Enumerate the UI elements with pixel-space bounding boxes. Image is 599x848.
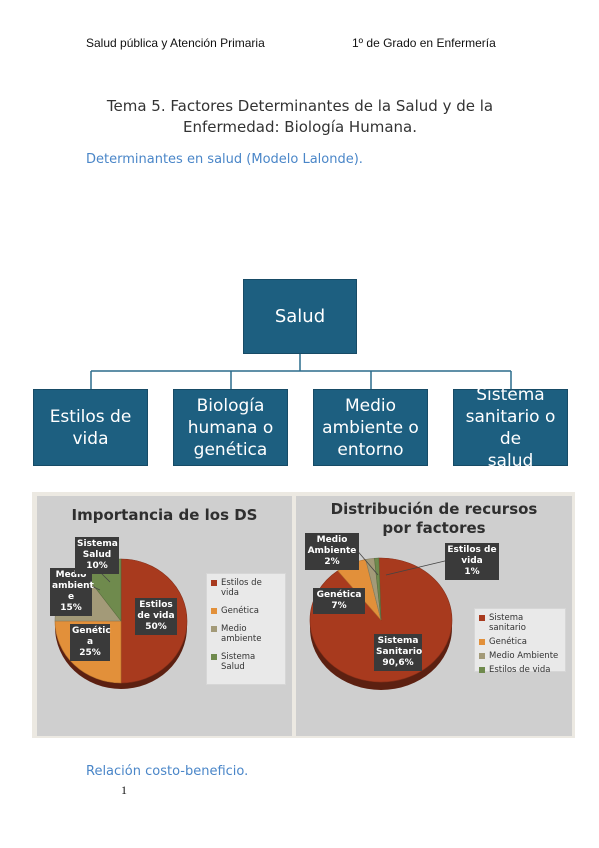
legend-swatch bbox=[479, 653, 485, 659]
chart-title-distribucion: Distribución de recursos por factores bbox=[296, 500, 572, 538]
chart-legend-distribucion: Sistema sanitario Genética Medio Ambient… bbox=[474, 608, 566, 675]
org-box-label-line: vida bbox=[72, 428, 109, 449]
section-heading-costo-beneficio: Relación costo-beneficio. bbox=[86, 764, 249, 779]
section-heading-determinantes: Determinantes en salud (Modelo Lalonde). bbox=[86, 152, 363, 167]
legend-item: Medio ambiente bbox=[211, 624, 281, 644]
data-label-line: Ambiente bbox=[307, 546, 357, 556]
data-label-line: Sistema bbox=[77, 539, 118, 549]
org-box-label-line: Estilos de bbox=[49, 406, 132, 427]
data-label-line: 90,6% bbox=[382, 658, 414, 668]
org-box-label-line: sanitario o de bbox=[465, 406, 556, 449]
title-line-2: Enfermedad: Biología Humana. bbox=[183, 118, 417, 136]
title-line-1: Tema 5. Factores Determinantes de la Sal… bbox=[106, 97, 494, 115]
legend-item: Sistema Salud bbox=[211, 652, 281, 672]
chart-legend-importancia: Estilos de vida Genética Medio ambiente … bbox=[206, 573, 286, 685]
org-box-label-line: ambiente o bbox=[322, 417, 419, 438]
data-label-line: ambient bbox=[52, 581, 94, 591]
data-label-line: 1% bbox=[464, 567, 480, 577]
org-box-salud-label: Salud bbox=[274, 305, 326, 327]
org-box-label-line: entorno bbox=[337, 439, 404, 460]
org-box-label-line: genética bbox=[193, 439, 268, 460]
chart-title-line: por factores bbox=[382, 519, 486, 537]
header-right: 1º de Grado en Enfermería bbox=[352, 36, 496, 50]
org-box-biologia-humana: Biología humana o genética bbox=[173, 389, 288, 466]
org-box-label-line: Medio bbox=[344, 395, 397, 416]
org-box-estilos-de-vida: Estilos de vida bbox=[33, 389, 148, 466]
legend-item: Estilos de vida bbox=[211, 578, 281, 598]
legend-label: Sistema Salud bbox=[221, 652, 256, 672]
data-label-line: 50% bbox=[145, 622, 167, 632]
header-left: Salud pública y Atención Primaria bbox=[86, 36, 265, 50]
data-label-line: Estilos bbox=[139, 600, 173, 610]
data-label-line: de vida bbox=[137, 611, 175, 621]
legend-swatch bbox=[479, 615, 485, 621]
legend-swatch bbox=[211, 626, 217, 632]
document-title: Tema 5. Factores Determinantes de la Sal… bbox=[60, 96, 540, 138]
legend-label: Estilos de vida bbox=[221, 578, 262, 598]
org-box-medio-ambiente: Medio ambiente o entorno bbox=[313, 389, 428, 466]
data-label-line: 7% bbox=[331, 601, 347, 611]
data-label-line: Sanitario bbox=[376, 647, 423, 657]
page-number: 1 bbox=[121, 783, 127, 797]
data-label-line: Sistema bbox=[377, 636, 419, 646]
legend-swatch bbox=[211, 654, 217, 660]
legend-item: Sistema sanitario bbox=[479, 613, 561, 633]
data-label-line: 15% bbox=[60, 603, 82, 613]
data-label-line: e bbox=[67, 592, 75, 602]
legend-swatch bbox=[211, 580, 217, 586]
org-box-label-line: Sistema bbox=[476, 384, 545, 405]
legend-label: Estilos de vida bbox=[489, 665, 551, 675]
org-box-label-line: salud bbox=[487, 450, 534, 471]
data-label-line: a bbox=[86, 637, 94, 647]
data-label-line: Genética bbox=[316, 590, 362, 600]
legend-label: Medio Ambiente bbox=[489, 651, 559, 661]
org-box-salud: Salud bbox=[243, 279, 357, 354]
legend-item: Genética bbox=[479, 637, 561, 647]
data-label-line: vida bbox=[461, 556, 483, 566]
data-label-line: 25% bbox=[79, 648, 101, 658]
legend-swatch bbox=[479, 667, 485, 673]
org-box-label-line: humana o bbox=[187, 417, 274, 438]
chart-title-importancia: Importancia de los DS bbox=[71, 506, 258, 524]
data-label-line: Medio bbox=[316, 535, 348, 545]
org-box-label-line: Biología bbox=[196, 395, 265, 416]
legend-label: Genética bbox=[489, 637, 528, 647]
legend-label: Medio ambiente bbox=[221, 624, 262, 644]
chart-title-line: Distribución de recursos bbox=[330, 500, 538, 518]
legend-label: Sistema sanitario bbox=[489, 613, 526, 633]
data-label-line: Genétic bbox=[72, 626, 111, 636]
legend-label: Genética bbox=[221, 606, 260, 616]
legend-swatch bbox=[479, 639, 485, 645]
legend-item: Genética bbox=[211, 606, 281, 616]
data-label-line: Estilos de bbox=[447, 545, 497, 555]
legend-swatch bbox=[211, 608, 217, 614]
data-label-line: Medio bbox=[55, 570, 87, 580]
data-label-line: 2% bbox=[324, 557, 340, 567]
data-label-line: Salud bbox=[82, 550, 112, 560]
legend-item: Medio Ambiente bbox=[479, 651, 561, 661]
legend-item: Estilos de vida bbox=[479, 665, 561, 675]
data-label-line: 10% bbox=[86, 561, 108, 571]
org-box-sistema-sanitario: Sistema sanitario o de salud bbox=[453, 385, 568, 471]
